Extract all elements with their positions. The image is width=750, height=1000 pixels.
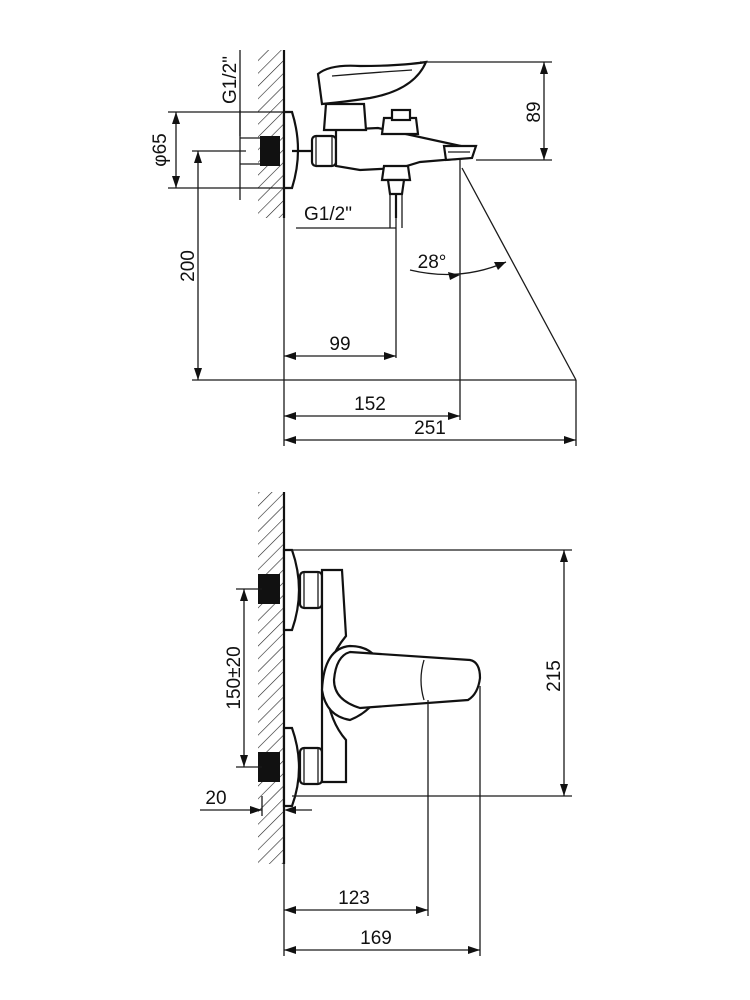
nut-upper <box>298 570 324 610</box>
wall-pipe-upper <box>258 574 280 604</box>
handle-reach-label: 123 <box>338 888 370 909</box>
wall-hatch-top <box>258 50 284 218</box>
lever-handle-side <box>316 60 428 106</box>
top-view: 215 150±20 20 123 169 <box>200 492 572 956</box>
height-label: 89 <box>524 101 545 122</box>
escutcheon-upper <box>282 548 301 632</box>
thread-top-label: G1/2" <box>220 56 241 104</box>
hose-outlet <box>380 164 412 182</box>
drop-label: 200 <box>178 250 199 282</box>
side-view: φ65 G1/2" 89 G1/2" 200 28° <box>150 50 577 446</box>
centers-label: 150±20 <box>224 646 245 709</box>
wall-pipe-top <box>260 136 280 166</box>
angle-label: 28° <box>418 252 447 273</box>
total-depth-label: 251 <box>414 418 446 439</box>
wall-offset-label: 20 <box>205 788 226 809</box>
total-reach-label: 169 <box>360 928 392 949</box>
outlet-offset-label: 99 <box>329 334 350 355</box>
total-width-label: 215 <box>544 660 565 692</box>
escutcheon-side <box>282 110 300 190</box>
nut-lower <box>298 746 324 786</box>
thread-bottom-label: G1/2" <box>304 204 352 225</box>
diameter-label: φ65 <box>150 133 171 166</box>
spout-reach-label: 152 <box>354 394 386 415</box>
escutcheon-lower <box>282 726 301 808</box>
wall-pipe-lower <box>258 752 280 782</box>
lever-handle-top <box>332 650 482 710</box>
spout-tip <box>442 144 478 162</box>
